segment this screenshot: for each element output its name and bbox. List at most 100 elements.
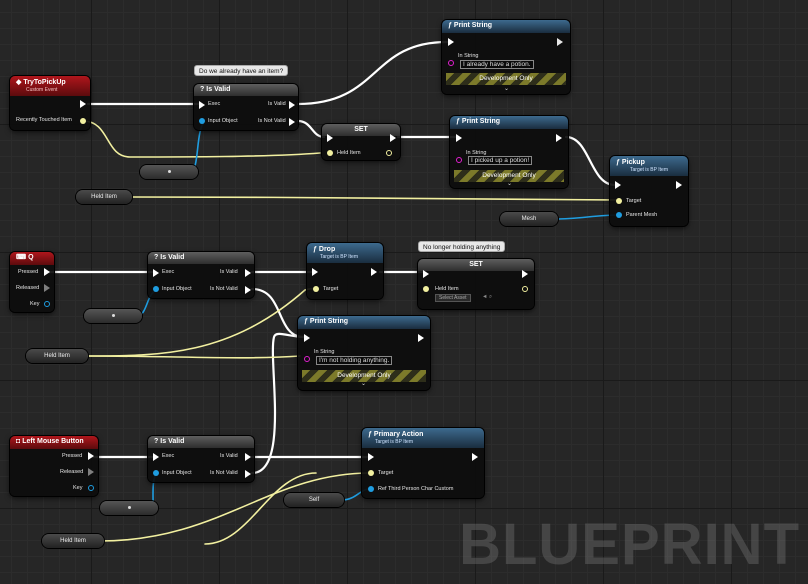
pin-label-is-not-valid: Is Not Valid <box>210 470 238 476</box>
isvalid-title: Is Valid <box>160 254 185 261</box>
exec-out-pin[interactable] <box>472 453 478 461</box>
exec-out-pin[interactable] <box>557 38 563 46</box>
exec-in-pin[interactable] <box>304 334 310 342</box>
object-in-pin[interactable] <box>327 150 333 156</box>
exec-out-pin[interactable] <box>522 270 528 278</box>
question-icon: ? <box>200 86 205 93</box>
pin-label-parent-mesh: Parent Mesh <box>626 212 658 218</box>
pin-label-input: Input Object <box>162 286 192 292</box>
set-node-2[interactable]: SET Held Item Select Asset ◄ ⌕ <box>418 259 534 309</box>
browse-icon[interactable]: ◄ ⌕ <box>482 294 493 300</box>
exec-in-pin[interactable] <box>153 453 159 461</box>
exec-pressed-pin[interactable] <box>88 452 94 460</box>
var-self[interactable]: Self <box>284 493 344 507</box>
string-in-pin[interactable] <box>304 356 310 362</box>
var-held-item-1[interactable]: Held Item <box>76 190 132 204</box>
exec-out-pin[interactable] <box>80 100 86 108</box>
reroute-node-2[interactable] <box>84 309 142 323</box>
object-in-pin[interactable] <box>153 286 159 292</box>
function-icon: ƒ <box>368 431 372 438</box>
comment-no-longer-holding: No longer holding anything <box>418 241 506 252</box>
object-in-pin[interactable] <box>423 286 429 292</box>
object-in-pin[interactable] <box>199 118 205 124</box>
event-node-q[interactable]: ⌨Q Pressed Released Key <box>10 252 54 312</box>
exec-out-pin[interactable] <box>556 134 562 142</box>
target-in-pin[interactable] <box>313 286 319 292</box>
isvalid-node-2[interactable]: ?Is Valid Exec Is Valid Input Object Is … <box>148 252 254 298</box>
exec-out-valid-pin[interactable] <box>289 101 295 109</box>
var-held-item-3[interactable]: Held Item <box>42 534 104 548</box>
event-title-text: TryToPickUp <box>23 79 66 86</box>
string-in-pin[interactable] <box>448 60 454 66</box>
expand-chevron-icon[interactable]: ⌄ <box>507 181 513 187</box>
reroute-node-1[interactable] <box>140 165 198 179</box>
isvalid-header: ?Is Valid <box>148 252 254 264</box>
keyboard-icon: ⌨ <box>16 254 27 261</box>
exec-pressed-pin[interactable] <box>44 268 50 276</box>
exec-in-pin[interactable] <box>368 453 374 461</box>
event-diamond-icon: ◆ <box>16 79 22 86</box>
object-out-pin[interactable] <box>522 286 528 292</box>
pin-label-target: Target <box>323 286 339 292</box>
exec-in-pin[interactable] <box>153 269 159 277</box>
exec-in-pin[interactable] <box>615 181 621 189</box>
expand-chevron-icon[interactable]: ⌄ <box>361 381 367 387</box>
select-asset-dropdown[interactable]: Select Asset <box>435 294 471 302</box>
var-mesh[interactable]: Mesh <box>500 212 558 226</box>
exec-released-pin[interactable] <box>44 284 50 292</box>
event-title: Q <box>28 254 34 261</box>
exec-in-pin[interactable] <box>199 101 205 109</box>
in-string-field[interactable]: I already have a potion. <box>460 60 534 69</box>
exec-in-pin[interactable] <box>312 268 318 276</box>
isvalid-header: ?Is Valid <box>194 84 298 96</box>
event-node-lmb[interactable]: ◘Left Mouse Button Pressed Released Key <box>10 436 98 496</box>
object-out-pin[interactable] <box>386 150 392 156</box>
exec-out-pin[interactable] <box>418 334 424 342</box>
exec-out-notvalid-pin[interactable] <box>289 118 295 126</box>
exec-in-pin[interactable] <box>448 38 454 46</box>
exec-out-pin[interactable] <box>390 134 396 142</box>
exec-in-pin[interactable] <box>327 134 333 142</box>
exec-out-pin[interactable] <box>676 181 682 189</box>
reroute-node-3[interactable] <box>100 501 158 515</box>
in-string-field[interactable]: I picked up a potion! <box>468 156 533 165</box>
development-only-bar: Development Only <box>446 73 566 85</box>
exec-out-notvalid-pin[interactable] <box>245 286 251 294</box>
exec-released-pin[interactable] <box>88 468 94 476</box>
string-in-pin[interactable] <box>456 157 462 163</box>
pin-label-is-valid: Is Valid <box>220 269 238 275</box>
target-in-pin[interactable] <box>616 198 622 204</box>
exec-out-valid-pin[interactable] <box>245 453 251 461</box>
ref-in-pin[interactable] <box>368 486 374 492</box>
function-icon: ƒ <box>304 318 308 325</box>
key-out-pin[interactable] <box>88 485 94 491</box>
exec-out-pin[interactable] <box>371 268 377 276</box>
exec-out-valid-pin[interactable] <box>245 269 251 277</box>
object-out-pin[interactable] <box>80 118 86 124</box>
isvalid-node-1[interactable]: ?Is Valid Exec Is Valid Input Object Is … <box>194 84 298 130</box>
exec-in-pin[interactable] <box>456 134 462 142</box>
object-in-pin[interactable] <box>153 470 159 476</box>
expand-chevron-icon[interactable]: ⌄ <box>504 86 510 92</box>
var-held-item-2[interactable]: Held Item <box>26 349 88 363</box>
event-subtitle: Custom Event <box>26 87 58 93</box>
set-node-1[interactable]: SET Held Item <box>322 124 400 160</box>
target-in-pin[interactable] <box>368 470 374 476</box>
parent-mesh-in-pin[interactable] <box>616 212 622 218</box>
blueprint-watermark: BLUEPRINT <box>459 512 800 577</box>
drop-subtitle: Target is BP Item <box>320 254 358 260</box>
exec-in-pin[interactable] <box>423 270 429 278</box>
key-out-pin[interactable] <box>44 301 50 307</box>
event-node-trytopickup[interactable]: ◆TryToPickUp Custom Event Recently Touch… <box>10 76 90 130</box>
exec-out-notvalid-pin[interactable] <box>245 470 251 478</box>
isvalid-node-3[interactable]: ?Is Valid Exec Is Valid Input Object Is … <box>148 436 254 482</box>
pin-label-input: Input Object <box>162 470 192 476</box>
in-string-field[interactable]: I'm not holding anything. <box>316 356 393 365</box>
